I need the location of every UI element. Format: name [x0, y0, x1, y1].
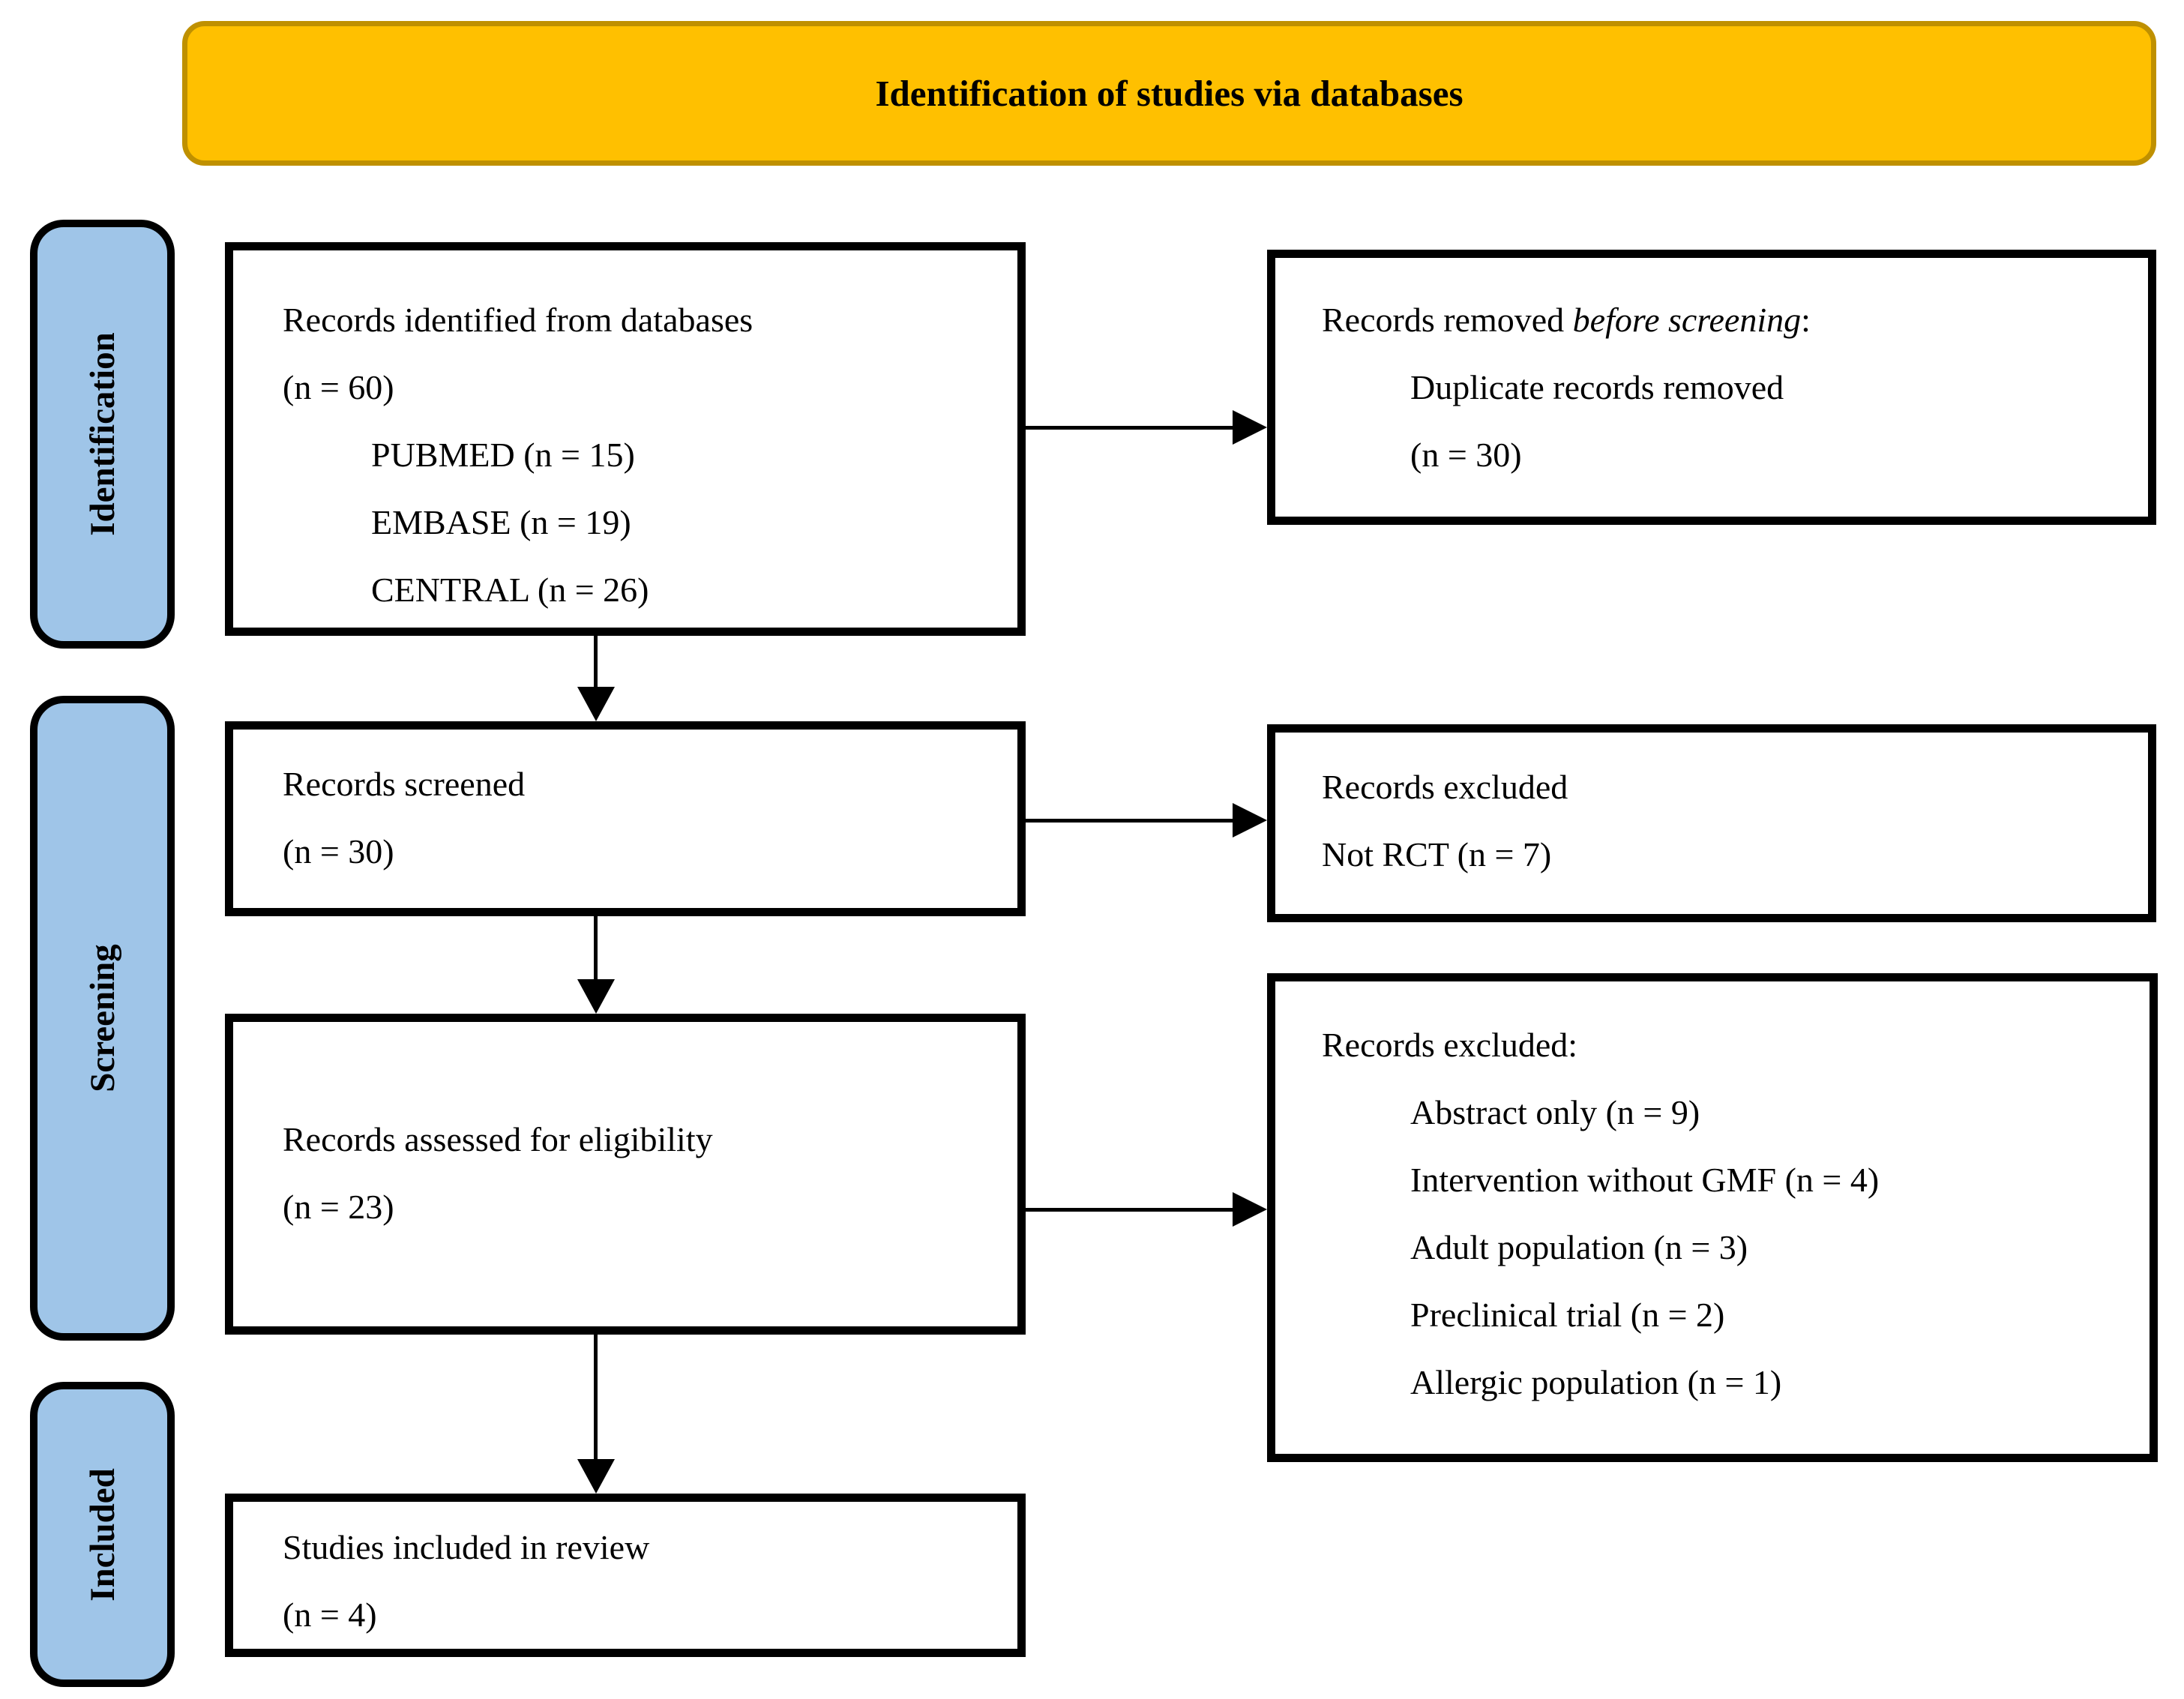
- arrow-assessed-to-excluded-stem: [1026, 1208, 1233, 1212]
- stage-label-screening-text: Screening: [82, 944, 122, 1092]
- arrow-assessed-to-included-stem: [594, 1335, 598, 1460]
- records-screened-count: (n = 30): [283, 832, 394, 870]
- records-removed-title: Records removed before screening:: [1322, 286, 2133, 354]
- records-identified-count: (n = 60): [283, 368, 394, 406]
- stage-label-screening: Screening: [30, 696, 175, 1341]
- header-title: Identification of studies via databases: [875, 73, 1463, 114]
- excluded-intervention-without-gmf: Intervention without GMF (n = 4): [1410, 1161, 1880, 1199]
- records-assessed-count: (n = 23): [283, 1188, 394, 1226]
- arrow-screened-to-assessed-stem: [594, 916, 598, 980]
- records-identified-embase: EMBASE (n = 19): [371, 503, 631, 541]
- records-removed-title-italic: before screening: [1572, 301, 1802, 339]
- box-records-excluded-screening: Records excluded Not RCT (n = 7): [1267, 724, 2156, 922]
- stage-label-included: Included: [30, 1382, 175, 1687]
- arrow-screened-to-assessed-head: [577, 979, 615, 1014]
- excluded-adult-population: Adult population (n = 3): [1410, 1228, 1748, 1266]
- records-removed-title-suffix: :: [1801, 301, 1811, 339]
- box-records-screened: Records screened (n = 30): [225, 721, 1026, 916]
- box-studies-included: Studies included in review (n = 4): [225, 1494, 1026, 1657]
- studies-included-count: (n = 4): [283, 1596, 377, 1634]
- excluded-preclinical-trial: Preclinical trial (n = 2): [1410, 1296, 1725, 1334]
- duplicate-records-removed: Duplicate records removed: [1410, 368, 1784, 406]
- duplicate-records-count: (n = 30): [1410, 436, 1522, 474]
- arrow-identified-to-removed-head: [1233, 410, 1267, 445]
- stage-label-included-text: Included: [82, 1467, 122, 1602]
- records-identified-title: Records identified from databases: [283, 301, 753, 339]
- arrow-assessed-to-included-head: [577, 1459, 615, 1494]
- arrow-screened-to-excluded-head: [1233, 803, 1267, 838]
- stage-label-identification-text: Identification: [82, 332, 122, 536]
- arrow-identified-to-screened-stem: [594, 636, 598, 687]
- box-records-assessed: Records assessed for eligibility (n = 23…: [225, 1014, 1026, 1335]
- records-assessed-title: Records assessed for eligibility: [283, 1120, 713, 1158]
- arrow-identified-to-removed-stem: [1026, 426, 1233, 430]
- box-records-excluded-eligibility: Records excluded: Abstract only (n = 9) …: [1267, 973, 2158, 1462]
- eligibility-excluded-title: Records excluded:: [1322, 1026, 1578, 1064]
- records-removed-title-prefix: Records removed: [1322, 301, 1573, 339]
- arrow-assessed-to-excluded-head: [1233, 1192, 1267, 1227]
- records-identified-central: CENTRAL (n = 26): [371, 571, 649, 609]
- records-identified-pubmed: PUBMED (n = 15): [371, 436, 635, 474]
- studies-included-title: Studies included in review: [283, 1528, 650, 1566]
- stage-label-identification: Identification: [30, 220, 175, 649]
- box-records-identified: Records identified from databases (n = 6…: [225, 242, 1026, 636]
- arrow-screened-to-excluded-stem: [1026, 819, 1233, 823]
- header-banner: Identification of studies via databases: [182, 21, 2156, 166]
- excluded-abstract-only: Abstract only (n = 9): [1410, 1093, 1700, 1131]
- records-screened-title: Records screened: [283, 765, 526, 803]
- arrow-identified-to-screened-head: [577, 687, 615, 721]
- excluded-allergic-population: Allergic population (n = 1): [1410, 1363, 1782, 1401]
- box-records-removed-before-screening: Records removed before screening: Duplic…: [1267, 250, 2156, 525]
- records-excluded-not-rct: Not RCT (n = 7): [1322, 835, 1552, 873]
- records-excluded-title: Records excluded: [1322, 768, 1568, 806]
